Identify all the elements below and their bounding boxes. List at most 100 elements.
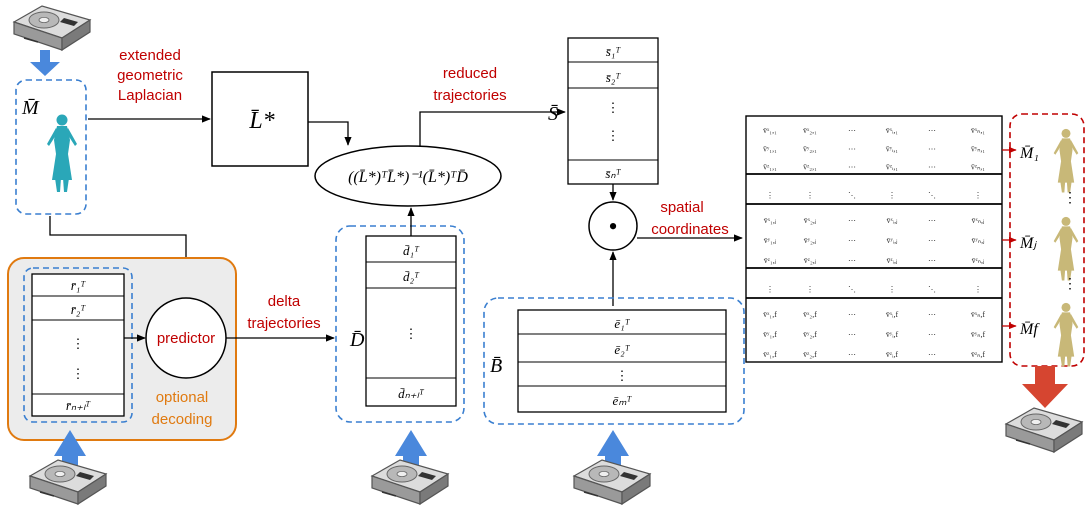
e-row-last: ēₘᵀ xyxy=(613,393,633,408)
matrix-cell: ⋯ xyxy=(928,162,936,171)
matrix-cell: v̄ᶻᵢ,ⱼ xyxy=(887,256,898,265)
matrix-cell: ⋯ xyxy=(928,126,936,135)
label-trajectories-reduced: trajectories xyxy=(433,87,506,104)
matrix-cell: v̄ʸ₂,f xyxy=(803,330,817,339)
e-row-2: ē₂ᵀ xyxy=(614,342,630,357)
projection-ellipse xyxy=(314,145,502,207)
matrix-cell: v̄ʸ₁,₁ xyxy=(763,144,777,153)
arrow-projection-to-S xyxy=(419,108,566,146)
D-label: D̄ xyxy=(349,329,365,351)
r-row-2: r̄₂ᵀ xyxy=(71,302,87,317)
output-figure-1-icon xyxy=(1053,128,1079,193)
matrix-cell: ⋮ xyxy=(974,191,982,200)
output-dots-2: ⋮ xyxy=(1063,277,1077,292)
matrix-cell: ⋱ xyxy=(928,285,936,294)
e-row-dots: ⋮ xyxy=(616,368,629,383)
matrix-cell: ⋯ xyxy=(848,216,856,225)
hadamard-dot: • xyxy=(608,212,617,241)
matrix-cell: ⋯ xyxy=(928,216,936,225)
r-row-last: r̄ₙ₊ₗᵀ xyxy=(66,398,91,413)
matrix-cell: ⋯ xyxy=(848,330,856,339)
mesh-figure-icon xyxy=(47,114,77,192)
label-laplacian: Laplacian xyxy=(118,87,182,104)
s-row-dots-2: ⋮ xyxy=(607,128,620,143)
r-row-dots-1: ⋮ xyxy=(72,336,85,351)
label-spatial: spatial xyxy=(660,199,703,216)
output-figure-j-icon xyxy=(1053,216,1079,281)
e-row-1: ē₁ᵀ xyxy=(614,316,630,331)
s-row-1: s̄₁ᵀ xyxy=(606,44,622,59)
B-label: B̄ xyxy=(490,355,502,377)
r-row-1: r̄₁ᵀ xyxy=(71,278,87,293)
output-disk-icon xyxy=(1005,407,1083,453)
predictor-label: predictor xyxy=(157,330,215,347)
matrix-cell: v̄ʸₙ,ⱼ xyxy=(972,236,985,245)
matrix-cell: v̄ˣₙ,ⱼ xyxy=(972,216,985,225)
coordinate-matrix: v̄ˣ₁,₁ v̄ˣ₂,₁ ⋯ v̄ˣᵢ,₁ ⋯ v̄ˣₙ,₁ v̄ʸ₁,₁ v̄ʸ₂,₁ ⋯ v… xyxy=(745,115,1003,363)
label-delta: delta xyxy=(268,293,301,310)
matrix-cell: v̄ˣ₁,ⱼ xyxy=(764,216,777,225)
matrix-cell: v̄ᶻ₁,₁ xyxy=(763,162,777,171)
d-row-last: d̄ₙ₊ₗᵀ xyxy=(398,386,425,401)
output-m1-label: M̄₁ xyxy=(1019,145,1039,162)
hadamard-circle xyxy=(588,201,638,251)
matrix-cell: ⋯ xyxy=(928,144,936,153)
matrix-cell: v̄ʸᵢ,ⱼ xyxy=(886,236,897,245)
r-column-dashed-box xyxy=(23,267,133,423)
arrow-laplacian-to-projection xyxy=(308,121,352,146)
laplacian-box-label: L̄* xyxy=(248,108,274,134)
matrix-cell: ⋱ xyxy=(848,285,856,294)
matrix-cell: v̄ᶻ₂,₁ xyxy=(803,162,817,171)
mesh-label: M̄ xyxy=(21,97,40,119)
matrix-cell: ⋮ xyxy=(806,285,814,294)
matrix-cell: v̄ˣ₁,₁ xyxy=(763,126,777,135)
matrix-cell: v̄ᶻₙ,ⱼ xyxy=(972,256,985,265)
matrix-cell: ⋯ xyxy=(928,310,936,319)
top-left-disk-icon xyxy=(13,5,91,51)
matrix-cell: ⋯ xyxy=(848,236,856,245)
matrix-cell: ⋮ xyxy=(766,285,774,294)
red-down-arrow-icon xyxy=(1022,366,1068,408)
matrix-cell: v̄ᶻₙ,f xyxy=(971,350,985,359)
matrix-cell: v̄ˣᵢ,f xyxy=(886,310,899,319)
output-figure-f-icon xyxy=(1053,302,1079,367)
B-dashed-box xyxy=(483,297,745,425)
d-row-dots: ⋮ xyxy=(405,326,418,341)
matrix-cell: v̄ʸ₂,₁ xyxy=(803,144,817,153)
matrix-cell: ⋯ xyxy=(848,350,856,359)
label-decoding: decoding xyxy=(152,411,213,428)
matrix-cell: v̄ᶻᵢ,₁ xyxy=(886,162,899,171)
matrix-cell: ⋯ xyxy=(928,256,936,265)
matrix-cell: ⋯ xyxy=(848,162,856,171)
matrix-cell: v̄ˣₙ,f xyxy=(971,310,986,319)
matrix-cell: v̄ˣ₂,₁ xyxy=(803,126,817,135)
blue-down-arrow-icon xyxy=(30,50,60,76)
matrix-cell: v̄ˣᵢ,₁ xyxy=(886,126,899,135)
matrix-cell: v̄ˣ₂,ⱼ xyxy=(804,216,817,225)
matrix-cell: v̄ˣ₂,f xyxy=(803,310,817,319)
label-optional: optional xyxy=(156,389,209,406)
matrix-cell: ⋮ xyxy=(888,285,896,294)
matrix-cell: v̄ᶻ₂,f xyxy=(803,350,817,359)
matrix-cell: ⋱ xyxy=(928,191,936,200)
matrix-cell: v̄ᶻ₂,ⱼ xyxy=(804,256,816,265)
label-extended: extended xyxy=(119,47,181,64)
matrix-cell: v̄ʸ₂,ⱼ xyxy=(804,236,817,245)
matrix-cell: ⋯ xyxy=(848,126,856,135)
r-column: r̄₁ᵀ r̄₂ᵀ ⋮ ⋮ r̄ₙ₊ₗᵀ xyxy=(31,273,125,417)
d-row-2: d̄₂ᵀ xyxy=(403,269,420,284)
projection-formula: ((L̄*)ᵀL̄*)⁻¹(L̄*)ᵀD̄ xyxy=(348,169,468,186)
matrix-cell: v̄ᶻₙ,₁ xyxy=(971,162,985,171)
s-row-dots-1: ⋮ xyxy=(607,100,620,115)
output-dots-1: ⋮ xyxy=(1063,191,1077,206)
s-column: s̄₁ᵀ s̄₂ᵀ ⋮ ⋮ s̄ₙᵀ xyxy=(567,37,659,185)
matrix-cell: v̄ʸ₁,ⱼ xyxy=(764,236,777,245)
matrix-cell: ⋱ xyxy=(848,191,856,200)
matrix-cell: v̄ˣₙ,₁ xyxy=(971,126,986,135)
r-row-dots-2: ⋮ xyxy=(72,366,85,381)
matrix-cell: v̄ʸᵢ,f xyxy=(886,330,899,339)
bottom-middle-disk-icon xyxy=(371,459,449,505)
matrix-cell: ⋯ xyxy=(928,330,936,339)
matrix-cell: v̄ʸ₁,f xyxy=(763,330,777,339)
d-column: d̄₁ᵀ d̄₂ᵀ ⋮ d̄ₙ₊ₗᵀ xyxy=(365,235,457,407)
